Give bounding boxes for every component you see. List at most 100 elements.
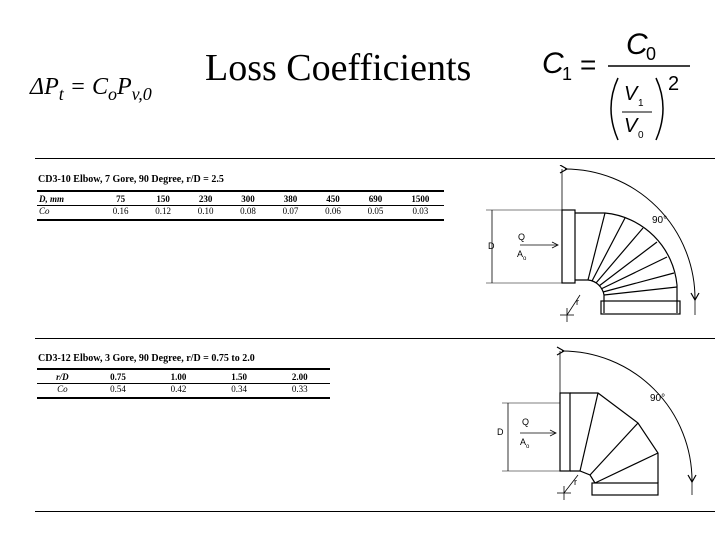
eq-v0-sub: 0 bbox=[638, 130, 644, 141]
q-label: Q bbox=[522, 417, 529, 427]
d-label: D bbox=[497, 427, 504, 437]
table2-cell: 0.54 bbox=[110, 384, 126, 394]
eq-v0: V bbox=[624, 115, 639, 137]
eq-left-paren bbox=[610, 77, 619, 141]
table1-cell: 0.10 bbox=[197, 206, 214, 216]
eq-c1-sub: 1 bbox=[562, 64, 572, 84]
table2-col: 2.00 bbox=[291, 372, 308, 382]
a-sub-label: o bbox=[523, 256, 527, 262]
divider-middle bbox=[35, 338, 715, 339]
table1-col: 690 bbox=[368, 194, 383, 204]
elbow-3-gore-diagram: 90° D Q A o r bbox=[497, 346, 697, 500]
outer-wall bbox=[570, 392, 659, 483]
eq-sub-v0: v,0 bbox=[131, 84, 152, 104]
eq-delta-p: ΔP bbox=[30, 74, 59, 100]
table2-caption: CD3-12 Elbow, 3 Gore, 90 Degree, r/D = 0… bbox=[38, 353, 255, 364]
table1-col: 75 bbox=[116, 194, 126, 204]
angle-arc-arrow-top bbox=[559, 165, 569, 174]
table2-row-header: r/D bbox=[56, 372, 69, 382]
table1-cell: 0.08 bbox=[240, 206, 256, 216]
table2-row-value-label: Co bbox=[57, 384, 68, 394]
gore-seam bbox=[591, 217, 626, 282]
r-label: r bbox=[576, 297, 579, 307]
table1-col: 300 bbox=[241, 194, 255, 204]
eq-p: P bbox=[116, 74, 132, 100]
table1-cell: 0.06 bbox=[325, 206, 341, 216]
a-label: A bbox=[517, 249, 523, 259]
angle-label: 90° bbox=[650, 393, 665, 404]
table1-cell: 0.16 bbox=[112, 206, 129, 216]
gore-seam bbox=[603, 286, 678, 296]
angle-arc-arrow-top bbox=[556, 346, 566, 356]
eq-v1-sub: 1 bbox=[638, 98, 644, 109]
eq-v1: V bbox=[624, 83, 639, 105]
table2-header-row: r/D 0.75 1.00 1.50 2.00 bbox=[37, 372, 330, 384]
gore-seam bbox=[602, 272, 675, 293]
outlet-collar bbox=[600, 300, 681, 315]
table2-cell: 0.34 bbox=[231, 384, 247, 394]
table2: r/D 0.75 1.00 1.50 2.00 Co 0.54 0.42 0.3… bbox=[37, 372, 330, 395]
table2-col: 1.00 bbox=[170, 372, 187, 382]
a-sub-label: o bbox=[526, 444, 530, 450]
table1-col: 150 bbox=[156, 194, 170, 204]
table1-caption: CD3-10 Elbow, 7 Gore, 90 Degree, r/D = 2… bbox=[38, 174, 224, 185]
q-label: Q bbox=[518, 232, 525, 242]
gore-seam bbox=[595, 227, 644, 284]
slide-title: Loss Coefficients bbox=[205, 47, 472, 89]
table1: D, mm 75 150 230 300 380 450 690 1500 Co… bbox=[37, 194, 444, 217]
gore-seam bbox=[594, 452, 659, 484]
table2-rule-top bbox=[37, 368, 330, 370]
angle-label: 90° bbox=[652, 215, 667, 226]
angle-arc bbox=[564, 168, 696, 300]
eq-right-paren bbox=[655, 77, 664, 141]
d-label: D bbox=[488, 241, 495, 251]
radius-line bbox=[563, 474, 579, 494]
divider-bottom bbox=[35, 511, 715, 512]
a-label: A bbox=[520, 437, 526, 447]
table1-col: 380 bbox=[283, 194, 298, 204]
table1-value-row: Co 0.16 0.12 0.10 0.08 0.07 0.06 0.05 0.… bbox=[37, 205, 444, 218]
divider-top bbox=[35, 158, 715, 159]
inlet-collar bbox=[561, 209, 576, 284]
outer-wall bbox=[575, 212, 678, 313]
eq-c0-sub: 0 bbox=[646, 44, 656, 64]
eq-equals-c: = C bbox=[63, 74, 108, 100]
coefficient-conversion-equation: C 1 = C 0 V 1 V 0 2 bbox=[542, 28, 690, 141]
table2-rule-bottom bbox=[37, 397, 330, 399]
eq-c1: C bbox=[542, 47, 564, 80]
elbow-7-gore-diagram: 90° D Q A o r bbox=[486, 165, 700, 322]
angle-arc bbox=[561, 350, 693, 482]
gore-seam bbox=[600, 256, 668, 290]
flow-arrowhead bbox=[551, 241, 559, 249]
table1-rule-top bbox=[37, 190, 444, 192]
table1-col: 230 bbox=[198, 194, 213, 204]
table2-cell: 0.42 bbox=[170, 384, 187, 394]
gore-seam bbox=[587, 212, 606, 281]
gore-seam bbox=[589, 422, 639, 476]
r-label: r bbox=[574, 477, 577, 487]
table2-cell: 0.33 bbox=[291, 384, 308, 394]
eq-exponent: 2 bbox=[668, 73, 679, 95]
pressure-loss-equation: ΔPt = CoPv,0 bbox=[30, 74, 152, 105]
table1-col: 450 bbox=[326, 194, 340, 204]
eq-equals: = bbox=[580, 49, 596, 80]
table2-col: 1.50 bbox=[231, 372, 247, 382]
table1-header-row: D, mm 75 150 230 300 380 450 690 1500 bbox=[37, 194, 444, 206]
table1-row-header: D, mm bbox=[39, 194, 65, 204]
inner-wall bbox=[570, 470, 596, 484]
outlet-collar bbox=[591, 482, 659, 496]
table1-row-value-label: Co bbox=[39, 206, 50, 216]
inlet-collar bbox=[559, 392, 571, 472]
table2-col: 0.75 bbox=[110, 372, 126, 382]
table2-value-row: Co 0.54 0.42 0.34 0.33 bbox=[37, 383, 330, 396]
eq-sub-t: t bbox=[58, 84, 64, 104]
eq-c0: C bbox=[626, 28, 648, 61]
flow-arrowhead bbox=[549, 429, 557, 437]
table1-cell: 0.07 bbox=[282, 206, 299, 216]
table1-col: 1500 bbox=[411, 194, 430, 204]
gore-seam bbox=[579, 392, 599, 472]
eq-sub-o: o bbox=[107, 84, 117, 104]
table1-rule-bottom bbox=[37, 219, 444, 221]
table1-cell: 0.12 bbox=[155, 206, 171, 216]
table1-cell: 0.03 bbox=[412, 206, 429, 216]
